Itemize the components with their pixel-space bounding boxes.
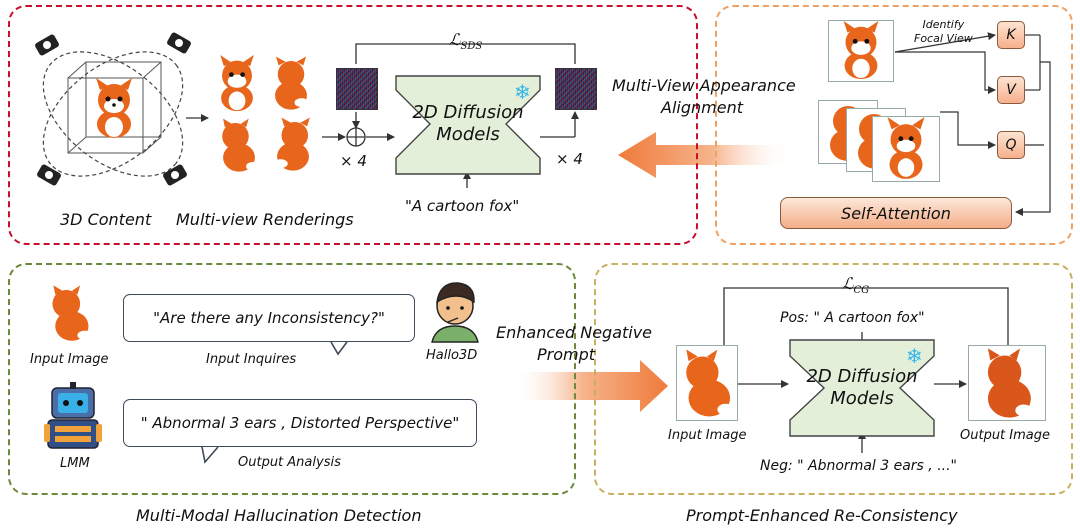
view-stack-front (872, 116, 940, 182)
analysis-text: " Abnormal 3 ears , Distorted Perspectiv… (140, 414, 460, 432)
input-image-label: Input Image (30, 352, 109, 367)
diffusion-model-shape (395, 75, 541, 175)
fox-view-side (222, 118, 261, 172)
camera-icon (163, 164, 187, 186)
fox-3d-content (96, 78, 132, 138)
analysis-bubble: " Abnormal 3 ears , Distorted Perspectiv… (123, 399, 477, 447)
positive-prompt: Pos: " A cartoon fox" (780, 310, 925, 326)
times-four-left: × 4 (340, 152, 367, 170)
panel-3d-optimization (8, 5, 698, 245)
sds-loss-label: ℒSDS (449, 30, 483, 53)
input-image-fox (52, 285, 93, 341)
noise-output (555, 68, 597, 110)
cg-loss-label: ℒCG (842, 274, 870, 297)
camera-icon (37, 164, 61, 186)
text-prompt: "A cartoon fox" (405, 197, 520, 215)
snowflake-icon: ❄ (906, 344, 923, 368)
value-box: V (997, 76, 1025, 104)
fox-view-back (275, 56, 309, 110)
wireframe-cube (67, 61, 162, 154)
self-attention-box: Self-Attention (780, 197, 1012, 229)
negative-prompt: Neg: " Abnormal 3 ears , ..." (760, 458, 957, 474)
snowflake-icon: ❄ (514, 80, 531, 104)
diffusion-model-shape (789, 339, 935, 437)
input-image-card (676, 345, 738, 421)
panel-hallucination (8, 263, 576, 495)
speech-bubble-tail (201, 341, 348, 464)
output-analysis-label: Output Analysis (238, 455, 341, 470)
panel-reconsistency (594, 263, 1073, 495)
person-icon (431, 282, 479, 343)
caption-3d-content: 3D Content (60, 210, 152, 229)
question-text: "Are there any Inconsistency?" (153, 309, 385, 327)
fox-view-rear (273, 117, 310, 171)
question-bubble: "Are there any Inconsistency?" (123, 294, 415, 342)
caption-multiview: Multi-view Renderings (176, 210, 354, 229)
fox-view-front (220, 55, 254, 112)
lmm-label: LMM (60, 456, 90, 471)
caption-reconsistency: Prompt-Enhanced Re-Consistency (686, 506, 958, 525)
key-box: K (997, 21, 1025, 49)
query-box: Q (997, 131, 1025, 159)
times-four-right: × 4 (556, 150, 583, 168)
self-attention-label: Self-Attention (841, 203, 951, 223)
input-image-label-right: Input Image (668, 428, 747, 443)
alignment-arrow (618, 132, 790, 178)
noise-input (336, 68, 378, 110)
caption-hallucination: Multi-Modal Hallucination Detection (136, 506, 422, 525)
camera-icon (167, 32, 191, 54)
output-image-card (968, 345, 1046, 421)
output-image-label: Output Image (960, 428, 1051, 443)
hallo3d-label: Hallo3D (426, 348, 478, 363)
camera-icon (35, 34, 59, 56)
panel-attention (715, 5, 1073, 245)
input-inquires-label: Input Inquires (206, 352, 297, 367)
focal-view-image (828, 20, 894, 82)
robot-icon (44, 382, 102, 449)
negative-prompt-arrow (512, 360, 668, 412)
